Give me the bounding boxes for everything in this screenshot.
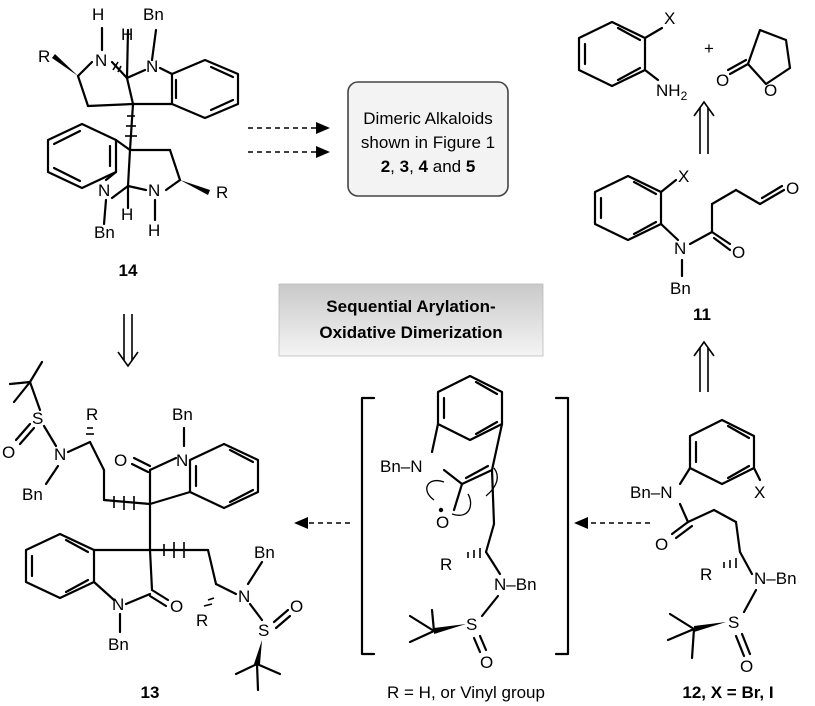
- compound-14-label: 14: [119, 261, 138, 280]
- atom-bn: Bn: [22, 485, 43, 504]
- retro-arrow-middle: [693, 340, 715, 392]
- atom-bn: Bn: [143, 5, 164, 24]
- atom-h: H: [121, 205, 133, 224]
- atom-n: N: [146, 57, 158, 76]
- atom-o: O: [480, 653, 493, 672]
- compound-12-label: 12, X = Br, I: [682, 683, 773, 702]
- strategy-line-1: Sequential Arylation-: [326, 297, 495, 316]
- atom-n: N: [98, 181, 110, 200]
- atom-s: S: [466, 615, 477, 634]
- atom-s: S: [728, 613, 739, 632]
- dimeric-line-2: shown in Figure 1: [361, 133, 495, 152]
- atom-s: S: [32, 409, 43, 428]
- atom-bn-n: Bn–N: [380, 457, 423, 476]
- atom-bn-n: Bn–N: [630, 483, 673, 502]
- compound-11-label: 11: [693, 305, 711, 324]
- atom-o: O: [740, 657, 753, 676]
- atom-bn: Bn: [254, 543, 275, 562]
- compound-11-structure: X N O O Bn: [593, 167, 799, 298]
- atom-r: R: [700, 565, 712, 584]
- intermediate-structure: Bn–N O R N–Bn S O: [360, 374, 570, 672]
- atom-n: N: [95, 51, 107, 70]
- compound-14-structure: H Bn R N H N N N H H Bn R: [38, 5, 240, 242]
- dashed-arrow-to-intermediate: [574, 517, 650, 529]
- atom-o: O: [290, 597, 303, 616]
- atom-r: R: [86, 405, 98, 424]
- atom-o: O: [764, 81, 777, 100]
- atom-o: O: [114, 451, 127, 470]
- atom-o: O: [655, 535, 668, 554]
- strategy-banner: Sequential Arylation- Oxidative Dimeriza…: [278, 283, 544, 357]
- dashed-arrow-to-13: [294, 517, 350, 529]
- dashed-arrows-to-dimeric: [248, 122, 330, 158]
- dimeric-alkaloids-box: Dimeric Alkaloids shown in Figure 1 2, 3…: [347, 81, 509, 197]
- dimeric-line-3: 2, 3, 4 and 5: [381, 157, 476, 176]
- atom-n-bn: N–Bn: [494, 575, 537, 594]
- retro-arrow-left: [117, 314, 139, 368]
- atom-bn: Bn: [108, 635, 129, 654]
- atom-x: X: [664, 9, 675, 28]
- atom-h: H: [92, 5, 104, 24]
- atom-n: N: [54, 445, 66, 464]
- atom-n: N: [238, 587, 250, 606]
- atom-s: S: [258, 621, 269, 640]
- atom-nh2: NH2: [656, 81, 688, 103]
- atom-h: H: [148, 221, 160, 240]
- atom-n: N: [112, 595, 124, 614]
- aniline-and-lactone: X NH2 + O O: [577, 9, 792, 103]
- atom-o: O: [170, 597, 183, 616]
- atom-o: O: [786, 179, 799, 198]
- atom-bn: Bn: [172, 405, 193, 424]
- compound-13-label: 13: [141, 683, 160, 702]
- retro-arrow-top: [693, 100, 715, 154]
- r-group-footnote: R = H, or Vinyl group: [387, 683, 545, 702]
- atom-o: O: [2, 443, 15, 462]
- atom-n: N: [674, 239, 686, 258]
- atom-h: H: [121, 25, 133, 44]
- atom-o: O: [716, 71, 729, 90]
- atom-n: N: [176, 451, 188, 470]
- atom-r: R: [440, 555, 452, 574]
- atom-o: O: [732, 243, 745, 262]
- compound-12-structure: X Bn–N O R N–Bn S O: [630, 418, 797, 676]
- atom-n: N: [148, 181, 160, 200]
- atom-x: X: [678, 167, 689, 186]
- atom-bn: Bn: [670, 279, 691, 298]
- strategy-line-2: Oxidative Dimerization: [319, 323, 502, 342]
- atom-r: R: [196, 611, 208, 630]
- atom-o: O: [436, 513, 449, 532]
- atom-r: R: [216, 183, 228, 202]
- atom-n-bn: N–Bn: [754, 569, 797, 588]
- atom-bn: Bn: [94, 223, 115, 242]
- compound-13-structure: S O N Bn R O N Bn: [2, 360, 303, 692]
- atom-x: X: [754, 483, 765, 502]
- atom-r: R: [38, 47, 50, 66]
- plus-sign: +: [704, 39, 714, 58]
- dimeric-line-1: Dimeric Alkaloids: [363, 109, 492, 128]
